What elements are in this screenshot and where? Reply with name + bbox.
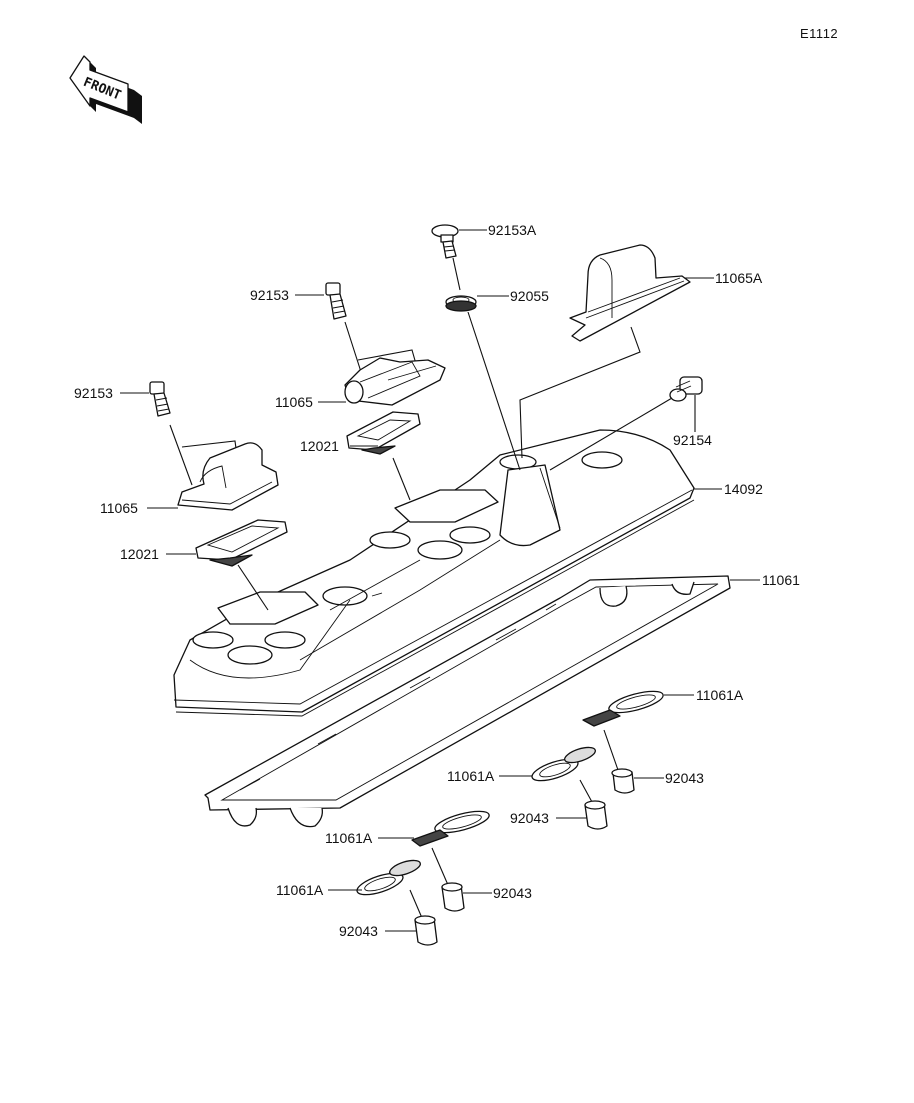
diagram-code: E1112 xyxy=(800,26,839,41)
collar-92043-2-part[interactable] xyxy=(584,800,608,830)
collar-92043-3-part[interactable] xyxy=(441,882,465,912)
bolt-92153-upper-part[interactable] xyxy=(325,282,347,320)
head-cover-gasket-part[interactable] xyxy=(204,575,731,828)
callout-11061A-3[interactable]: 11061A xyxy=(325,830,373,846)
front-arrow-icon: FRONT xyxy=(69,55,142,124)
callout-11061[interactable]: 11061 xyxy=(762,572,800,588)
callout-11065-upper[interactable]: 11065 xyxy=(275,394,313,410)
callout-11065A[interactable]: 11065A xyxy=(715,270,763,286)
callout-92154[interactable]: 92154 xyxy=(673,432,712,448)
valve-cover-part[interactable] xyxy=(173,429,695,717)
callout-11061A-4[interactable]: 11061A xyxy=(276,882,324,898)
callout-12021-upper[interactable]: 12021 xyxy=(300,438,339,454)
callout-12021-lower[interactable]: 12021 xyxy=(120,546,159,562)
seal-12021-lower-part[interactable] xyxy=(195,519,288,567)
callout-11061A-1[interactable]: 11061A xyxy=(696,687,744,703)
plug-92154-part[interactable] xyxy=(669,376,703,402)
cover-11065-lower-part[interactable] xyxy=(177,442,279,511)
cover-11065-upper-part[interactable] xyxy=(344,357,446,406)
washer-92055-part[interactable] xyxy=(445,295,477,312)
callout-11065-lower[interactable]: 11065 xyxy=(100,500,138,516)
seal-11061A-2-part[interactable] xyxy=(530,744,597,785)
cover-11065A-part[interactable] xyxy=(569,244,691,342)
callout-92043-1[interactable]: 92043 xyxy=(665,770,704,786)
bolt-92153A-part[interactable] xyxy=(431,224,459,259)
seal-12021-upper-part[interactable] xyxy=(346,411,421,455)
callout-11061A-2[interactable]: 11061A xyxy=(447,768,495,784)
callout-92153-lower[interactable]: 92153 xyxy=(74,385,113,401)
callout-92153A[interactable]: 92153A xyxy=(488,222,537,238)
callout-92153-upper[interactable]: 92153 xyxy=(250,287,289,303)
callout-92043-4[interactable]: 92043 xyxy=(339,923,378,939)
callout-14092[interactable]: 14092 xyxy=(724,481,763,497)
callout-92055[interactable]: 92055 xyxy=(510,288,549,304)
seal-11061A-3-part[interactable] xyxy=(411,807,491,847)
seal-11061A-4-part[interactable] xyxy=(355,857,422,899)
collar-92043-4-part[interactable] xyxy=(414,915,438,946)
callout-92043-2[interactable]: 92043 xyxy=(510,810,549,826)
collar-92043-1-part[interactable] xyxy=(611,768,635,794)
callout-92043-3[interactable]: 92043 xyxy=(493,885,532,901)
bolt-92153-lower-part[interactable] xyxy=(149,381,171,417)
seal-11061A-1-part[interactable] xyxy=(582,687,665,727)
